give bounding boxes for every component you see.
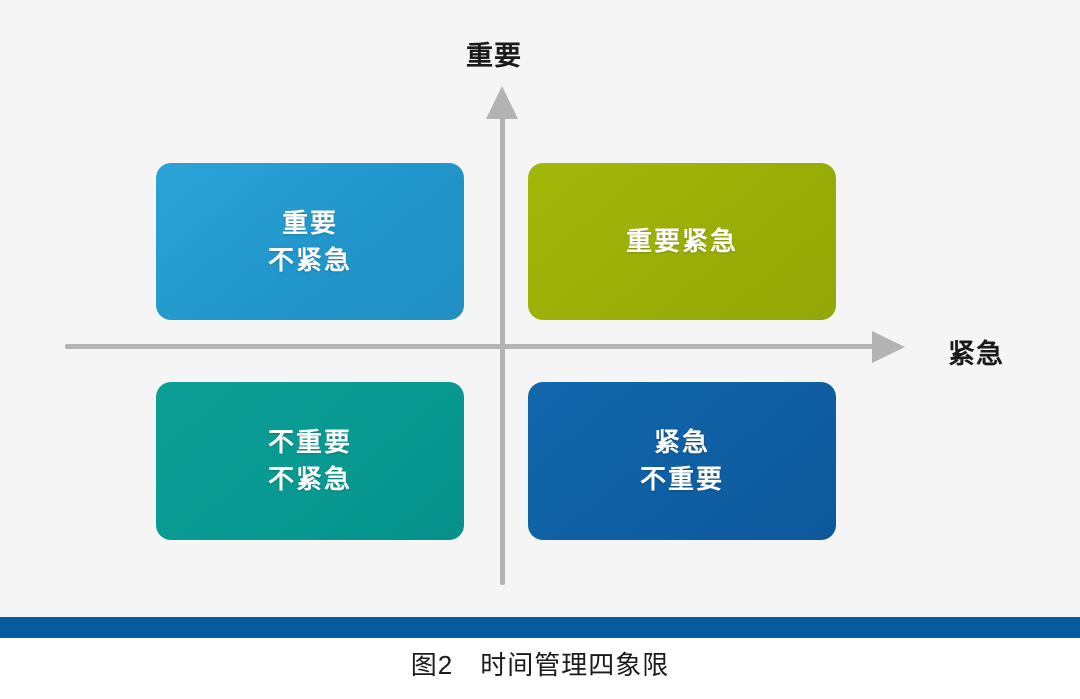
quadrant-side-shadow — [829, 172, 851, 323]
quadrant-side-shadow — [829, 391, 851, 543]
quadrant-not-important-not-urgent[interactable]: 不重要 不紧急 — [156, 382, 479, 543]
horizontal-axis-label: 紧急 — [948, 339, 1004, 369]
quadrant-important-urgent[interactable]: 重要紧急 — [528, 163, 851, 323]
quadrant-label-line-1: 紧急 — [653, 427, 710, 458]
figure-caption: 图2 时间管理四象限 — [410, 650, 670, 680]
vertical-axis-label: 重要 — [466, 41, 522, 71]
quadrant-label-line-1: 不重要 — [267, 427, 352, 458]
quadrant-label-line-2: 不紧急 — [267, 244, 352, 275]
quadrant-side-shadow — [457, 172, 479, 323]
quadrant-label-line-2: 不紧急 — [267, 464, 352, 494]
vertical-axis-line — [500, 116, 505, 585]
quadrant-important-not-urgent[interactable]: 重要 不紧急 — [156, 163, 479, 323]
divider-bar — [0, 617, 1080, 638]
horizontal-axis-arrow-icon — [872, 331, 905, 363]
quadrant-label-line-1: 重要紧急 — [625, 226, 738, 257]
quadrant-urgent-not-important[interactable]: 紧急 不重要 — [528, 382, 851, 543]
quadrant-side-shadow — [457, 391, 479, 543]
diagram-canvas: 重要 紧急 重要 不紧急 重要紧急 不重要 不紧急 紧急 不重要 — [65, 41, 1004, 585]
horizontal-axis-line — [65, 344, 875, 349]
quadrant-label-line-1: 重要 — [281, 207, 338, 238]
vertical-axis-arrow-icon — [486, 86, 518, 119]
quadrant-label-line-2: 不重要 — [639, 464, 724, 494]
